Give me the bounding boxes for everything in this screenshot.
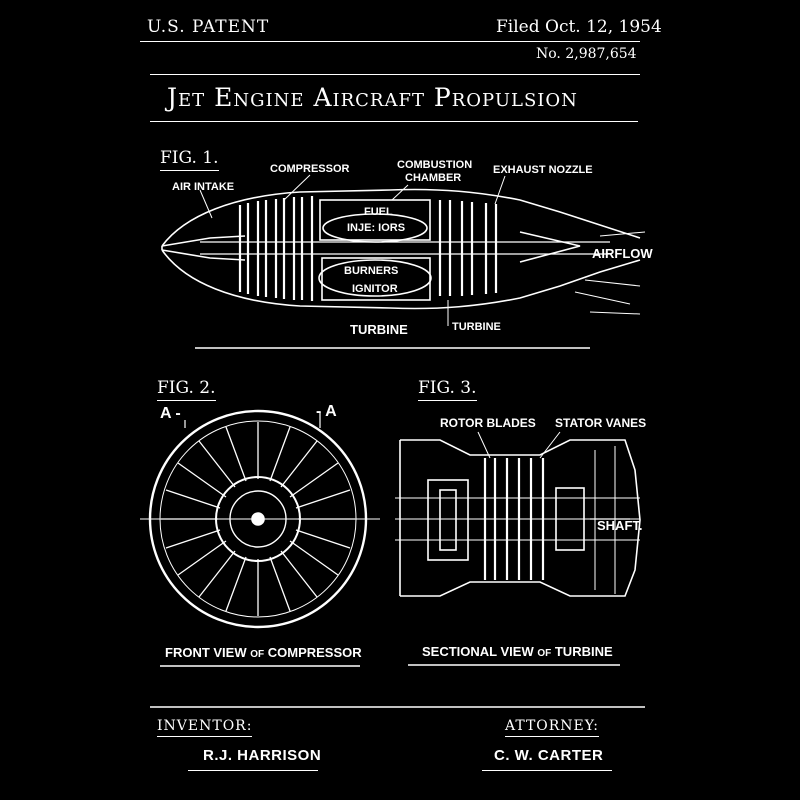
label-rotor-blades: ROTOR BLADES xyxy=(440,416,536,430)
label-shaft: SHAFT. xyxy=(597,518,643,533)
label-compressor: COMPRESSOR xyxy=(270,163,350,175)
fig2-label: FIG. 2. xyxy=(157,378,216,401)
label-turbine-left: TURBINE xyxy=(350,322,408,337)
fig3-label: FIG. 3. xyxy=(418,378,477,401)
label-fuel: FUEL xyxy=(364,206,393,218)
label-section-a-right: - A xyxy=(316,403,337,420)
label-airflow: AIRFLOW xyxy=(592,246,653,261)
label-exhaust-nozzle: EXHAUST NOZZLE xyxy=(493,164,593,176)
inventor-label: INVENTOR: xyxy=(157,718,253,737)
fig1-label: FIG. 1. xyxy=(160,148,219,171)
header-rule-top xyxy=(140,41,640,42)
inventor-name: R.J. HARRISON xyxy=(203,747,322,764)
attorney-label: ATTORNEY: xyxy=(505,718,599,737)
inventor-name-rule xyxy=(188,770,318,771)
label-ignitor: IGNITOR xyxy=(352,283,398,295)
fig1-engine-drawing xyxy=(161,174,646,349)
label-combustion-1: COMBUSTION xyxy=(397,159,472,171)
filed-date: Filed Oct. 12, 1954 xyxy=(496,17,662,37)
fig3-turbine-drawing xyxy=(395,431,641,597)
page-title: Jet Engine Aircraft Propulsion xyxy=(167,83,578,112)
patent-number: No. 2,987,654 xyxy=(536,46,637,62)
fig2-compressor-drawing xyxy=(140,409,380,629)
label-turbine-right: TURBINE xyxy=(452,321,501,333)
label-stator-vanes: STATOR VANES xyxy=(555,416,646,430)
fig2-caption-front: FRONT VIEW OF COMPRESSOR xyxy=(165,645,362,660)
header-rule-bottom xyxy=(150,121,638,122)
patent-label: U.S. PATENT xyxy=(147,17,270,37)
label-injectors: INJE: IORS xyxy=(347,222,405,234)
attorney-name: C. W. CARTER xyxy=(494,747,604,764)
label-section-a-left: A - xyxy=(160,405,181,422)
attorney-name-rule xyxy=(482,770,612,771)
header-rule-mid xyxy=(150,74,640,75)
label-burners: BURNERS xyxy=(344,265,398,277)
label-air-intake: AIR INTAKE xyxy=(172,181,234,193)
label-combustion-2: CHAMBER xyxy=(405,172,461,184)
fig3-caption: SECTIONAL VIEW OF TURBINE xyxy=(422,644,613,659)
